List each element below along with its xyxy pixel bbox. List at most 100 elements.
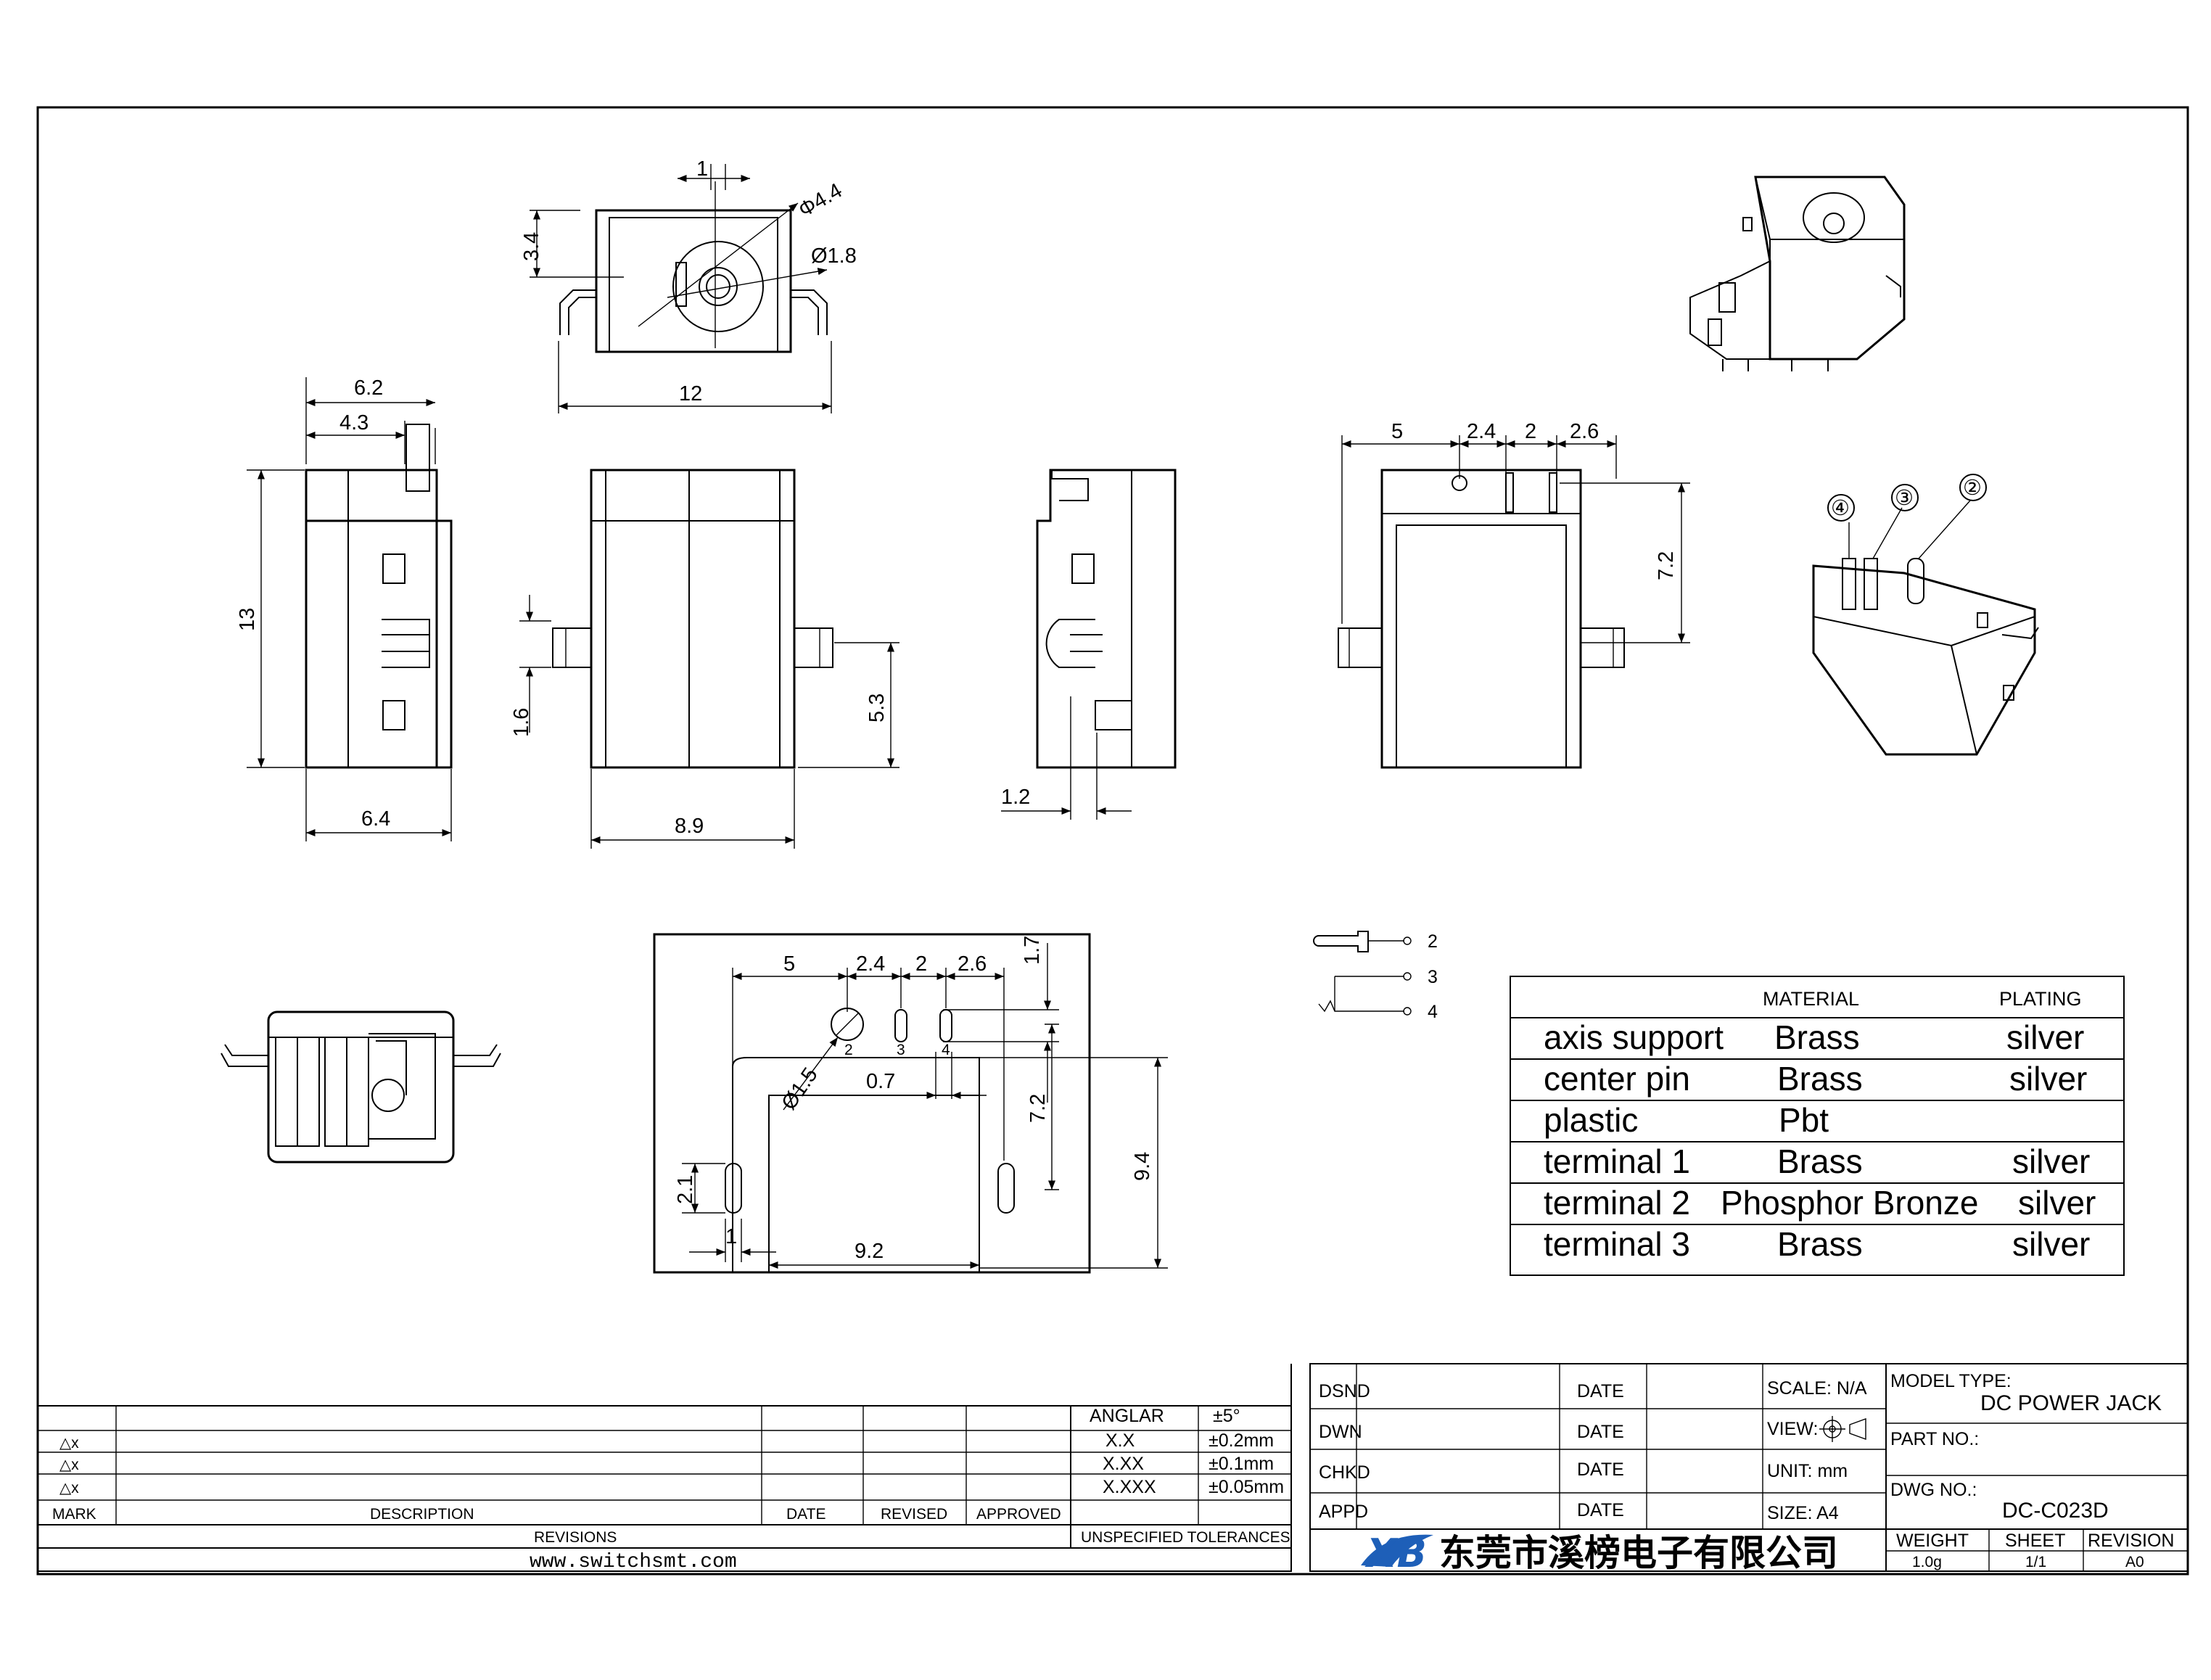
pcb-dim-2-4: 2.4 (856, 952, 885, 976)
material-header: MATERIAL (1763, 988, 1859, 1010)
table-row-material: Pbt (1779, 1101, 1829, 1139)
pcb-dim-9-4: 9.4 (1131, 1152, 1154, 1181)
material-table: MATERIAL PLATING axis support Brass silv… (1510, 976, 2125, 1276)
dwg-no-value: DC-C023D (2002, 1499, 2109, 1523)
table-row-material: Brass (1774, 1018, 1860, 1056)
sheet-label: SHEET (2005, 1531, 2065, 1551)
front-view: 1.6 5.3 8.9 (510, 469, 899, 849)
dim-back-2-6: 2.6 (1570, 420, 1599, 443)
dim-back-5: 5 (1391, 420, 1403, 443)
revision-value: A0 (2125, 1554, 2144, 1570)
table-row-material: Brass (1777, 1225, 1863, 1263)
pcb-dim-1: 1 (725, 1225, 737, 1248)
iso-pin-2-label: ② (1963, 477, 1982, 500)
model-type-value: DC POWER JACK (1980, 1391, 2162, 1415)
table-row-plating: silver (2018, 1184, 2096, 1222)
pcb-layout: 5 2.4 2 2.6 1.7 Ø1.5 0.7 7.2 9.4 2.1 1 9… (653, 933, 1168, 1274)
dim-left-13: 13 (236, 608, 259, 631)
signoff-date-label: DATE (1577, 1459, 1624, 1480)
table-row-material: Brass (1777, 1060, 1863, 1098)
pcb-dim-1-7: 1.7 (1021, 936, 1044, 965)
title-block: DSND DATE DWN DATE CHKD DATE APPD DATE S… (1309, 1363, 2189, 1576)
pcb-dim-0-7: 0.7 (866, 1070, 895, 1093)
revision-label: REVISION (2088, 1531, 2174, 1551)
dim-front-1-6: 1.6 (510, 708, 533, 737)
company-logo: XB (1361, 1531, 1433, 1576)
dim-left-6-4: 6.4 (361, 807, 390, 831)
pcb-dim-2-6: 2.6 (958, 952, 987, 976)
bottom-view (221, 1010, 501, 1164)
dim-front-8-9: 8.9 (675, 815, 704, 838)
dim-top-3-4: 3.4 (520, 232, 543, 261)
tol-value: ±0.1mm (1209, 1454, 1274, 1474)
pcb-dim-9-2: 9.2 (855, 1240, 884, 1263)
table-row-plating: silver (2009, 1060, 2087, 1098)
size-text: SIZE: A4 (1767, 1503, 1839, 1523)
tol-label: X.XX (1103, 1454, 1144, 1474)
plating-header: PLATING (1999, 988, 2082, 1010)
weight-label: WEIGHT (1896, 1531, 1969, 1551)
dim-top-dia-4-4: Φ4.4 (795, 179, 847, 222)
isometric-view-bottom: ④ ③ ② (1812, 474, 2039, 756)
tol-label: X.XXX (1103, 1477, 1156, 1497)
tol-value: ±5° (1213, 1406, 1240, 1426)
signoff-role: CHKD (1319, 1462, 1370, 1483)
tol-value: ±0.05mm (1209, 1477, 1284, 1497)
unit-text: UNIT: mm (1767, 1461, 1848, 1481)
rev-col-date: DATE (786, 1506, 825, 1523)
projection-symbol-icon (1819, 1416, 1866, 1442)
part-no-label: PART NO.: (1890, 1429, 1979, 1449)
dim-top-dia-1-8: Ø1.8 (811, 244, 857, 268)
signoff-date-label: DATE (1577, 1381, 1624, 1401)
table-row-part: plastic (1544, 1101, 1638, 1139)
tol-label: ANGLAR (1090, 1406, 1164, 1426)
signoff-role: APPD (1319, 1502, 1368, 1522)
table-row-part: terminal 2 (1544, 1184, 1690, 1222)
pcb-dim-5: 5 (783, 952, 795, 976)
dwg-no-label: DWG NO.: (1890, 1480, 1977, 1500)
sheet-value: 1/1 (2025, 1554, 2046, 1570)
table-row-part: terminal 3 (1544, 1225, 1690, 1263)
jack-schematic: 2 3 4 (1313, 931, 1438, 1022)
left-side-view: 6.2 4.3 13 6.4 (236, 376, 453, 841)
table-row-plating: silver (2012, 1142, 2090, 1180)
company-name: 东莞市溪榜电子有限公司 (1439, 1532, 1838, 1574)
dim-top-1: 1 (696, 157, 708, 181)
rev-col-revised: REVISED (881, 1506, 947, 1523)
table-row-part: center pin (1544, 1060, 1690, 1098)
iso-pin-3-label: ③ (1895, 487, 1914, 510)
rev-col-mark: MARK (52, 1506, 96, 1523)
schematic-pin-2: 2 (1428, 931, 1438, 952)
top-view: 1 3.4 Φ4.4 Ø1.8 12 (520, 157, 857, 413)
weight-value: 1.0g (1912, 1554, 1942, 1570)
scale-text: SCALE: N/A (1767, 1378, 1867, 1399)
pcb-dim-7-2: 7.2 (1026, 1094, 1050, 1123)
tolerances-label: UNSPECIFIED TOLERANCES (1081, 1529, 1290, 1546)
dim-top-12: 12 (679, 382, 702, 405)
pcb-dim-2-1: 2.1 (674, 1175, 697, 1204)
revisions-label: REVISIONS (534, 1529, 617, 1546)
dim-back-2-4: 2.4 (1467, 420, 1496, 443)
rev-mark-row: △x (59, 1480, 79, 1496)
pcb-pad-3-label: 3 (897, 1042, 905, 1058)
rev-col-description: DESCRIPTION (370, 1506, 474, 1523)
signoff-role: DWN (1319, 1422, 1362, 1442)
dim-left-4-3: 4.3 (339, 411, 368, 435)
back-view: 5 2.4 2 2.6 7.2 (1338, 420, 1690, 769)
pcb-dim-2: 2 (915, 952, 927, 976)
revisions-block: △x △x △x MARK DESCRIPTION DATE REVISED A… (37, 1364, 1292, 1573)
tol-value: ±0.2mm (1209, 1430, 1274, 1451)
table-row-plating: silver (2012, 1225, 2090, 1263)
table-row-material: Phosphor Bronze (1721, 1184, 1978, 1222)
iso-pin-4-label: ④ (1831, 497, 1850, 520)
dim-right-1-2: 1.2 (1001, 786, 1030, 809)
right-side-view: 1.2 (1001, 469, 1177, 820)
schematic-pin-4: 4 (1428, 1002, 1438, 1022)
signoff-role: DSND (1319, 1381, 1370, 1401)
model-type-label: MODEL TYPE: (1890, 1371, 2012, 1391)
pcb-dia-1-5: Ø1.5 (778, 1063, 823, 1114)
table-row-part: axis support (1544, 1018, 1724, 1056)
schematic-pin-3: 3 (1428, 967, 1438, 987)
rev-col-approved: APPROVED (976, 1506, 1061, 1523)
